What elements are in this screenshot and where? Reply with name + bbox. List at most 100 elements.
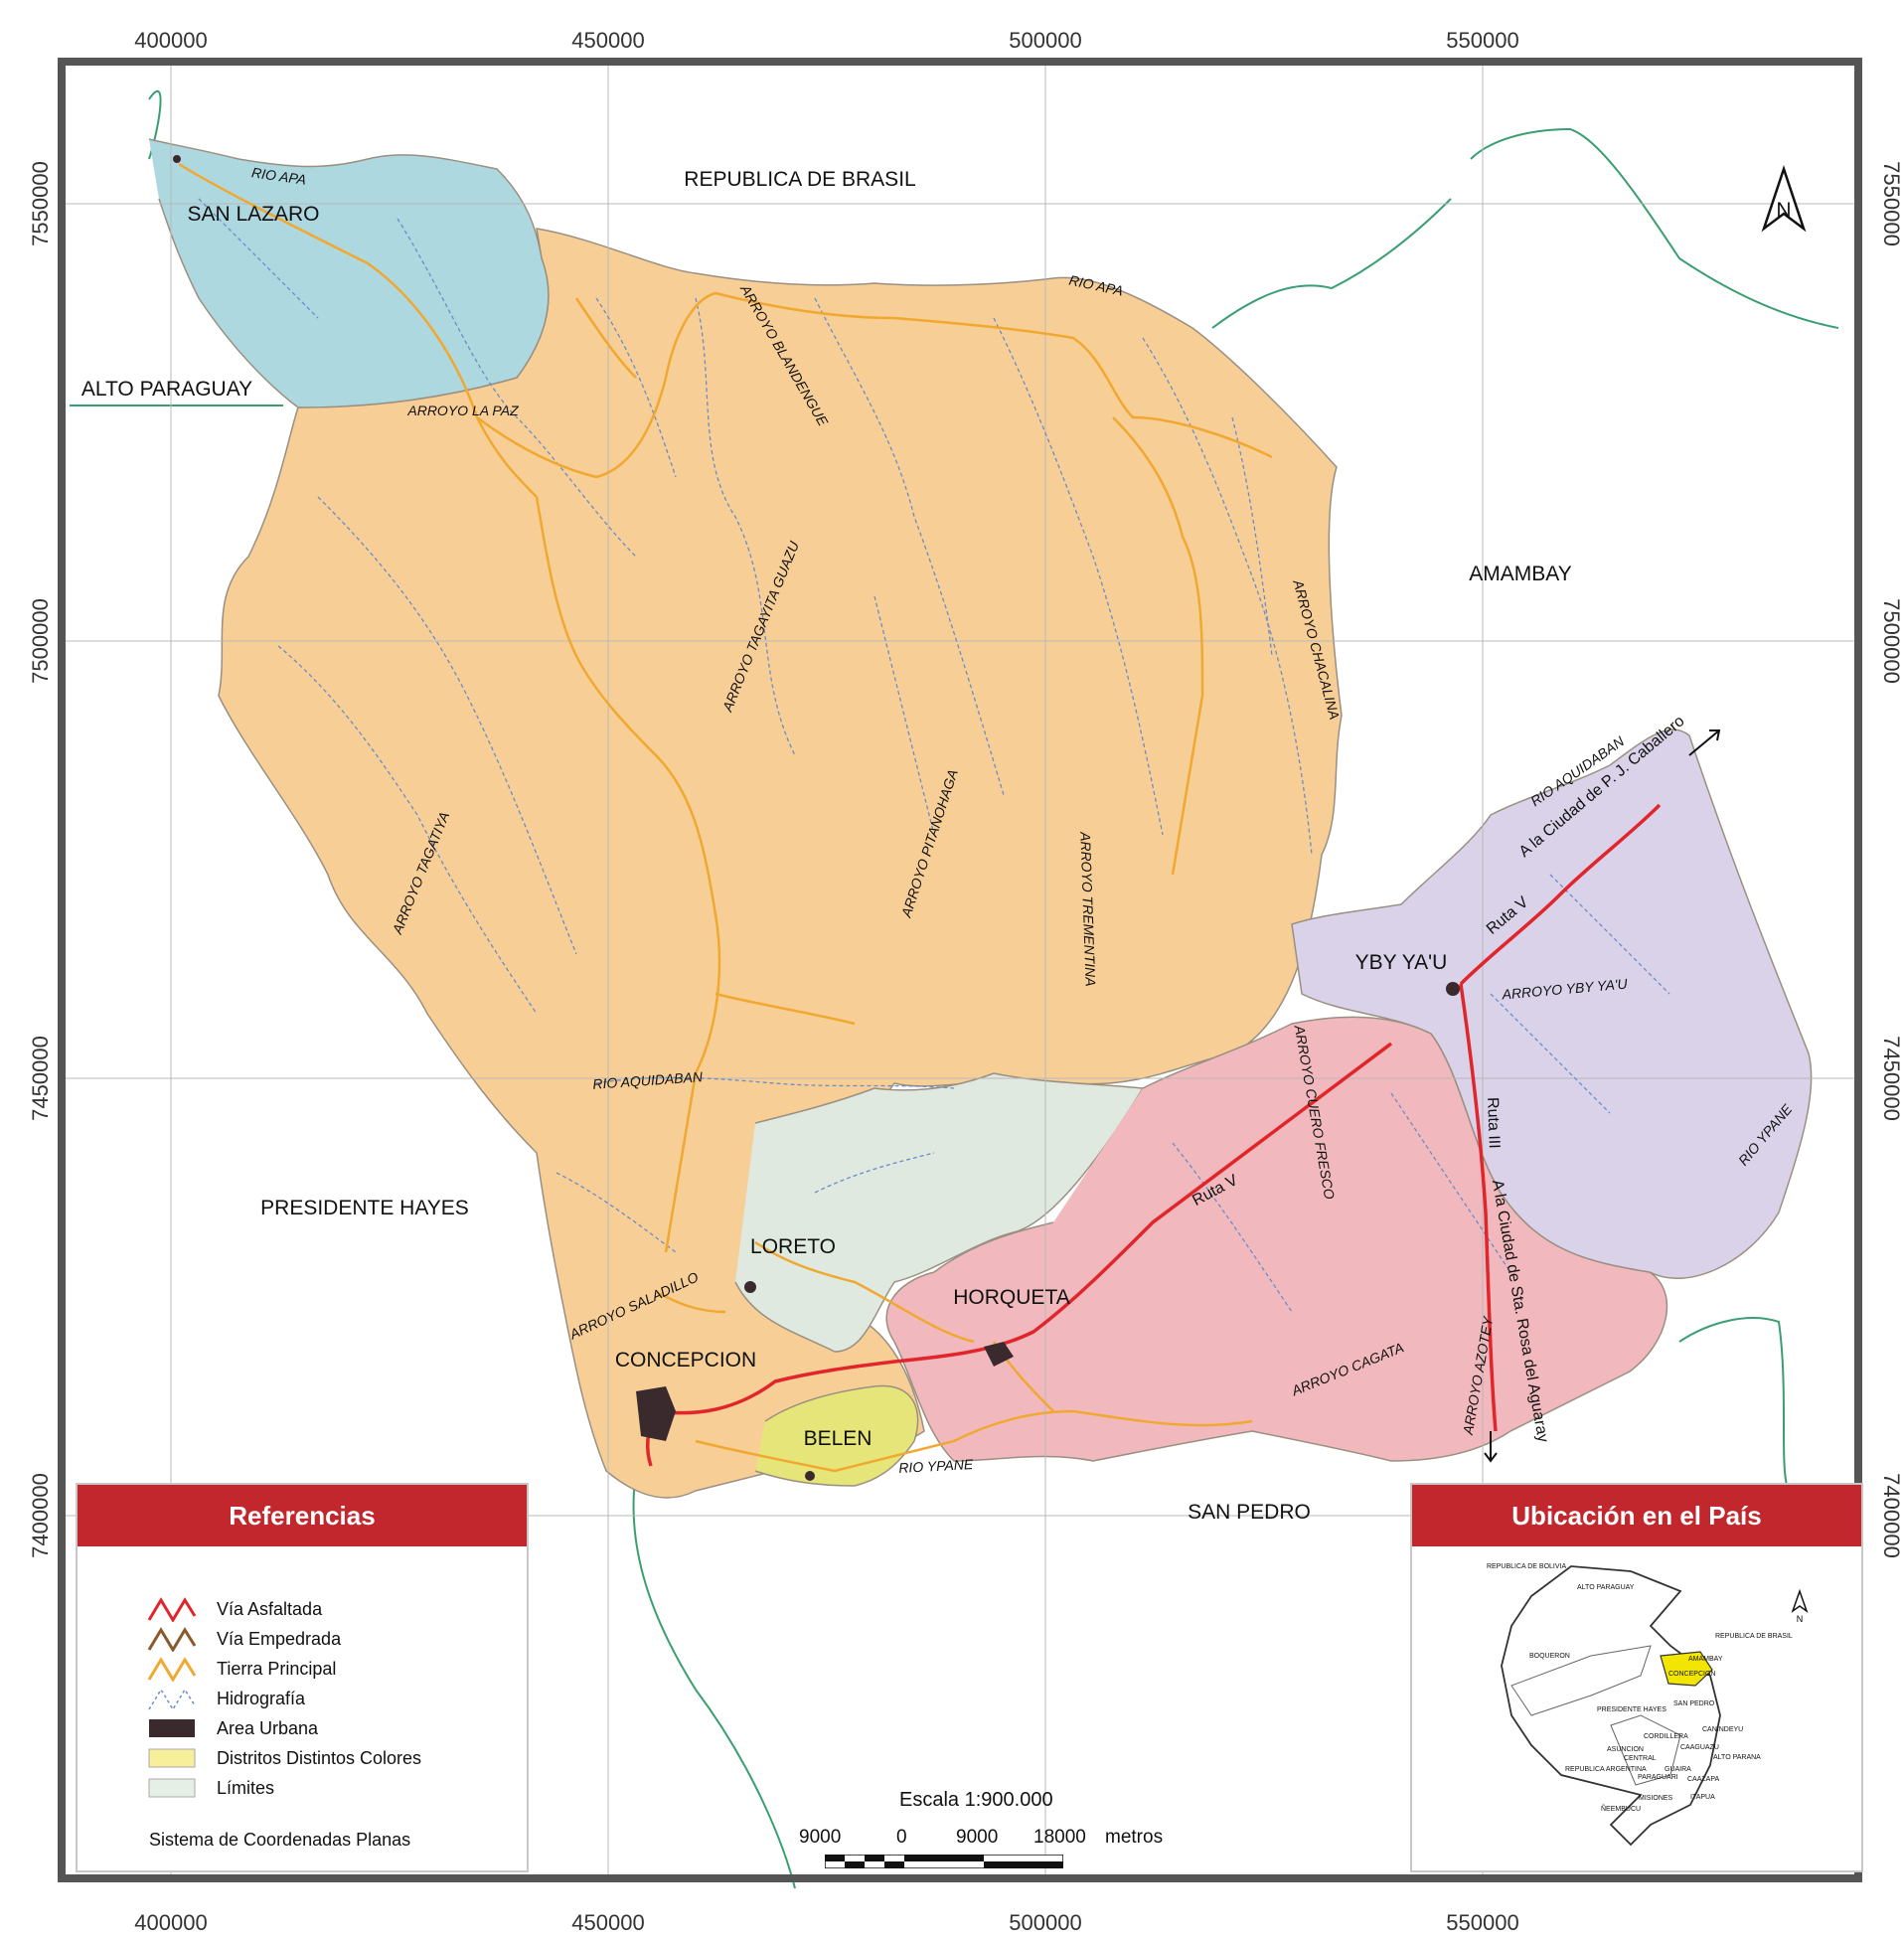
district-loreto-region [734,1072,1145,1353]
district-label: YBY YA'U [1355,951,1448,974]
international-border-line [1678,1317,1790,1492]
arrow-icon [1688,729,1721,756]
y-tick-label: 7550000 [28,161,53,246]
inset-label: ALTO PARANA [1713,1754,1761,1761]
inset-label: MISIONES [1639,1795,1673,1802]
scale-title: Escala 1:900.000 [899,1789,1053,1811]
hydrography-icon [147,1686,197,1711]
scale-label: 18000 [1033,1827,1086,1848]
district-label: LORETO [750,1235,836,1258]
international-border-line [1470,127,1839,329]
paraguay-river-line [632,1470,796,1889]
road-label: Ruta III [1484,1097,1503,1149]
legend-item-label: Tierra Principal [217,1658,337,1679]
legend-panel: Referencias Vía Asfaltada Vía Empedrada … [76,1483,529,1872]
north-arrow-icon [1791,1588,1809,1613]
neighbor-label: AMAMBAY [1469,563,1571,585]
x-tick-label: 500000 [1009,28,1081,53]
inset-label: REPUBLICA ARGENTINA [1565,1766,1647,1773]
district-label: CONCEPCION [615,1349,756,1372]
inset-label: CAAGUAZU [1680,1744,1719,1751]
inset-label: ALTO PARAGUAY [1577,1584,1635,1591]
legend-item-label: Límites [217,1777,275,1798]
inset-label: ÑEEMBUCU [1601,1804,1641,1813]
arrow-icon [1484,1431,1498,1463]
district-color-icon [147,1745,197,1771]
district-san-lazaro-region [148,138,550,408]
urban-area-icon [147,1715,197,1741]
inset-label: SAN PEDRO [1673,1700,1715,1707]
scale-label: 0 [896,1827,907,1848]
legend-item-label: Vía Asfaltada [217,1598,323,1619]
paved-road-icon [147,1626,197,1653]
neighbor-label: ALTO PARAGUAY [81,378,252,401]
north-arrow-icon [1761,165,1807,233]
scale-label: 9000 [956,1827,999,1848]
inset-label: ASUNCION [1607,1746,1644,1753]
district-yby-yau-region [1291,728,1813,1280]
coordinate-grid [62,62,1858,1878]
inset-label: REPUBLICA DE BOLIVIA [1487,1563,1566,1570]
inset-label: CENTRAL [1624,1755,1657,1762]
map-frame [58,58,1862,1882]
inset-label: ITAPUA [1690,1794,1715,1801]
asphalt-roads [645,803,1662,1467]
legend-item-label: Vía Empedrada [217,1628,342,1649]
legend-item-label: Area Urbana [217,1717,319,1738]
x-tick-label: 450000 [571,1910,644,1935]
y-tick-label: 7450000 [1879,1036,1904,1121]
legend-item-label: Hidrografía [217,1688,306,1708]
x-tick-label: 400000 [134,28,207,53]
department-boundaries [1510,1645,1652,1716]
y-tick-label: 7500000 [28,598,53,684]
paraguay-outline [1501,1565,1721,1847]
scale-bar: Escala 1:900.000 9000 0 9000 18000 metro… [795,1789,1192,1868]
district-label: SAN LAZARO [187,203,319,226]
legend-item: Vía Asfaltada [147,1594,421,1624]
north-label: N [1797,1614,1804,1624]
legend-item: Tierra Principal [147,1654,421,1684]
legend-item: Vía Empedrada [147,1624,421,1654]
concepcion-highlight [1660,1651,1713,1687]
river-label: RIO YPANE [898,1456,974,1476]
inset-label: REPUBLICA DE BRASIL [1715,1633,1793,1640]
river-label: ARROYO LA PAZ [406,403,519,418]
legend-item: Distritos Distintos Colores [147,1743,421,1773]
inset-label: BOQUERON [1529,1653,1570,1660]
dirt-road-icon [147,1656,197,1683]
legend-list: Vía Asfaltada Vía Empedrada Tierra Princ… [147,1594,421,1803]
y-tick-label: 7400000 [28,1473,53,1558]
scale-label: 9000 [799,1827,842,1848]
river-label: RIO APA [250,164,307,188]
y-tick-label: 7500000 [1879,598,1904,684]
river-label: ARROYO TREMENTINA [1077,831,1098,987]
x-tick-label: 550000 [1446,1910,1518,1935]
x-tick-label: 550000 [1446,28,1518,53]
y-tick-label: 7550000 [1879,161,1904,246]
inset-label: CAAZAPA [1687,1776,1719,1783]
district-label: BELEN [804,1427,873,1450]
neighbor-label: SAN PEDRO [1188,1501,1311,1524]
x-tick-label: 400000 [134,1910,207,1935]
scale-graphic [825,1855,1063,1868]
urban-areas [173,155,1460,1481]
dirt-roads [178,162,1273,1473]
scale-unit: metros [1105,1827,1164,1848]
y-tick-label: 7400000 [1879,1473,1904,1558]
coordinate-system-note: Sistema de Coordenadas Planas [149,1830,411,1850]
hydrography-network [198,198,1670,1313]
x-tick-label: 450000 [571,28,644,53]
international-border-line [1211,198,1452,329]
legend-item: Area Urbana [147,1713,421,1743]
neighbor-label: REPUBLICA DE BRASIL [684,168,915,191]
x-tick-label: 500000 [1009,1910,1081,1935]
legend-item-label: Distritos Distintos Colores [217,1747,422,1768]
legend-item: Límites [147,1773,421,1803]
neighbor-label: PRESIDENTE HAYES [260,1197,469,1219]
inset-label: CONCEPCION [1668,1671,1715,1678]
inset-label: PRESIDENTE HAYES [1597,1706,1666,1713]
department-boundaries [1610,1714,1681,1786]
legend-title: Referencias [78,1485,527,1546]
limits-icon [147,1775,197,1801]
